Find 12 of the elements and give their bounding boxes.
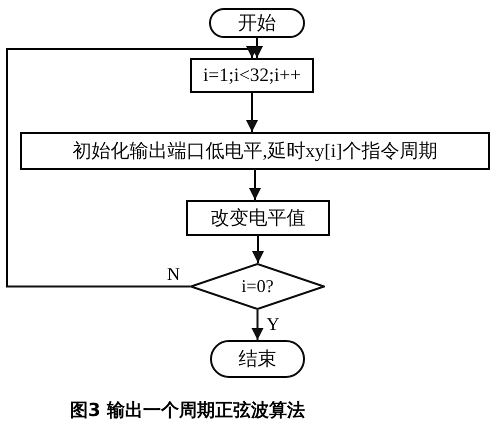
- process-box: 改变电平值: [186, 200, 330, 236]
- arrow: [252, 236, 264, 263]
- caption: 图3 输出一个周期正弦波算法: [70, 399, 305, 422]
- decision-diamond: i=0?: [190, 263, 325, 310]
- process-box: i=1;i<32;i++: [190, 58, 314, 93]
- process-box: 初始化输出端口低电平,延时xy[i]个指令周期: [20, 132, 490, 170]
- edge-label: Y: [266, 315, 280, 333]
- terminal-shape: 结束: [210, 340, 305, 378]
- arrow: [246, 93, 258, 132]
- terminal-shape: 开始: [209, 8, 305, 38]
- arrow: [252, 310, 264, 340]
- arrow: [249, 170, 261, 200]
